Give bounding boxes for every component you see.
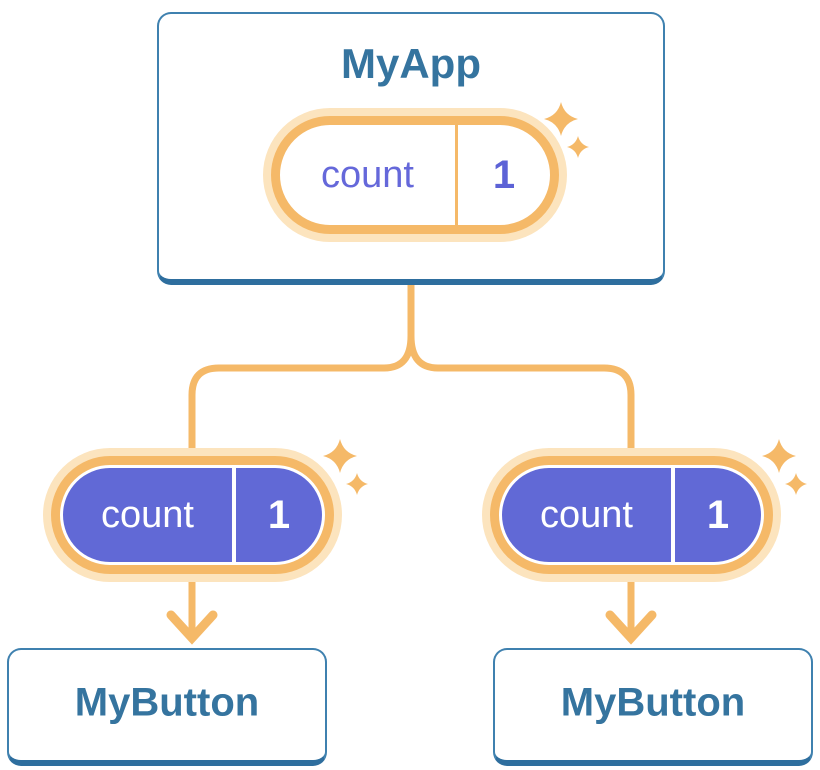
prop-value-label: 1 xyxy=(267,492,291,537)
myapp-title: MyApp xyxy=(341,40,481,87)
arrow-right-head xyxy=(605,610,657,645)
mybutton-title: MyButton xyxy=(74,680,260,725)
prop-name-label: count xyxy=(101,493,194,536)
state-name-label: count xyxy=(321,153,414,196)
branch-right-line xyxy=(407,335,635,452)
state-value-label: 1 xyxy=(492,152,516,197)
sparkle-icon xyxy=(323,439,368,495)
prop-pill-ring: count 1 xyxy=(51,456,334,574)
pill-divider xyxy=(671,468,675,562)
branch-left-line xyxy=(188,335,415,452)
right-prop-pill: count 1 xyxy=(482,448,781,582)
pill-divider xyxy=(455,125,458,225)
prop-pill-core: count 1 xyxy=(502,468,761,562)
mybutton-title: MyButton xyxy=(560,680,746,725)
prop-pill-core: count 1 xyxy=(63,468,322,562)
arrow-left-head xyxy=(166,610,218,645)
prop-pill-ring: count 1 xyxy=(490,456,773,574)
prop-value-label: 1 xyxy=(706,492,730,537)
mybutton-card-left: MyButton xyxy=(7,648,327,766)
myapp-state-pill: count 1 xyxy=(263,108,567,242)
mybutton-card-right: MyButton xyxy=(493,648,813,766)
sparkle-icon xyxy=(544,102,589,158)
left-prop-pill: count 1 xyxy=(43,448,342,582)
state-pill-ring: count 1 xyxy=(271,116,559,234)
prop-name-label: count xyxy=(540,493,633,536)
pill-divider xyxy=(232,468,236,562)
sparkle-icon xyxy=(762,439,807,495)
